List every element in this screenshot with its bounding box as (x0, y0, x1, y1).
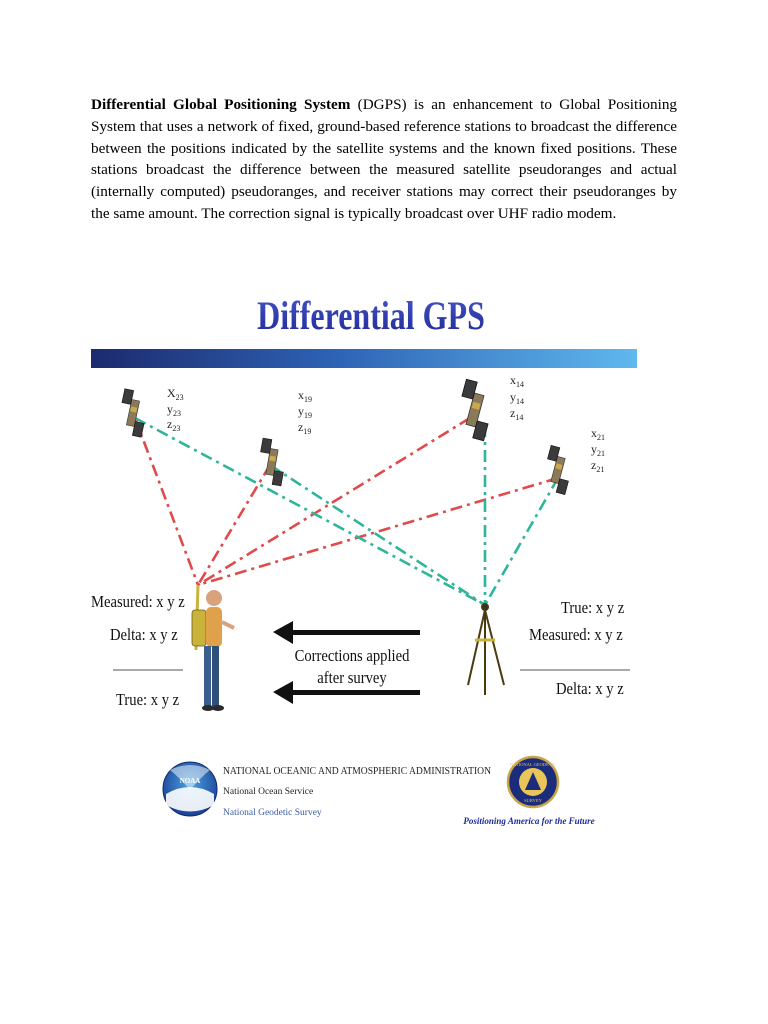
agency-service: National Ocean Service (223, 787, 313, 797)
base-delta-label: Delta: x y z (556, 680, 624, 698)
svg-text:x19: x19 (298, 388, 312, 404)
base-measured-label: Measured: x y z (529, 626, 623, 644)
corrections-label-line2: after survey (317, 669, 386, 687)
rover-delta-label: Delta: x y z (110, 626, 178, 644)
satellite-3-coords: x14 y14 z14 (510, 373, 524, 422)
svg-text:y19: y19 (298, 404, 312, 420)
rover-signal-lines (133, 416, 559, 587)
satellite-2 (254, 437, 290, 487)
figure-title: Differential GPS (257, 294, 485, 338)
correction-arrow-bottom (273, 681, 420, 704)
svg-text:z21: z21 (591, 458, 604, 474)
satellite-1-coords: X23 y23 z23 (167, 386, 184, 433)
title-underline-bar (91, 349, 637, 368)
svg-text:x14: x14 (510, 373, 524, 389)
agency-name: NATIONAL OCEANIC AND ATMOSPHERIC ADMINIS… (223, 766, 491, 777)
base-true-label: True: x y z (561, 599, 624, 617)
satellite-3 (451, 378, 499, 442)
rover-true-label: True: x y z (116, 691, 179, 709)
ngs-seal-top-text: NATIONAL GEODETIC (510, 762, 556, 767)
svg-text:X23: X23 (167, 386, 184, 402)
svg-text:z23: z23 (167, 417, 180, 433)
svg-text:z14: z14 (510, 406, 523, 422)
svg-text:x21: x21 (591, 426, 605, 442)
corrections-label-line1: Corrections applied (295, 647, 410, 665)
surveyor-figure (191, 584, 235, 711)
ngs-seal: NATIONAL GEODETIC SURVEY (506, 755, 560, 809)
dgps-term: Differential Global Positioning System (91, 96, 351, 113)
satellite-2-coords: x19 y19 z19 (298, 388, 312, 436)
base-station-tripod (467, 603, 505, 695)
satellite-1 (115, 388, 151, 438)
satellite-4 (539, 444, 577, 496)
noaa-logo: NOAA (162, 761, 218, 817)
svg-text:y14: y14 (510, 390, 524, 406)
correction-arrow-top (273, 621, 420, 644)
svg-text:z19: z19 (298, 420, 311, 436)
intro-body: (DGPS) is an enhancement to Global Posit… (91, 96, 678, 222)
svg-text:y21: y21 (591, 442, 605, 458)
rover-measured-label: Measured: x y z (91, 593, 185, 611)
noaa-logo-text: NOAA (180, 777, 201, 785)
satellite-4-coords: x21 y21 z21 (591, 426, 605, 474)
svg-text:y23: y23 (167, 402, 181, 418)
agency-survey: National Geodetic Survey (223, 808, 322, 818)
ngs-tagline: Positioning America for the Future (463, 816, 594, 826)
ngs-seal-bottom-text: SURVEY (524, 798, 542, 803)
base-signal-lines (134, 416, 560, 607)
intro-paragraph: Differential Global Positioning System (… (91, 94, 677, 225)
